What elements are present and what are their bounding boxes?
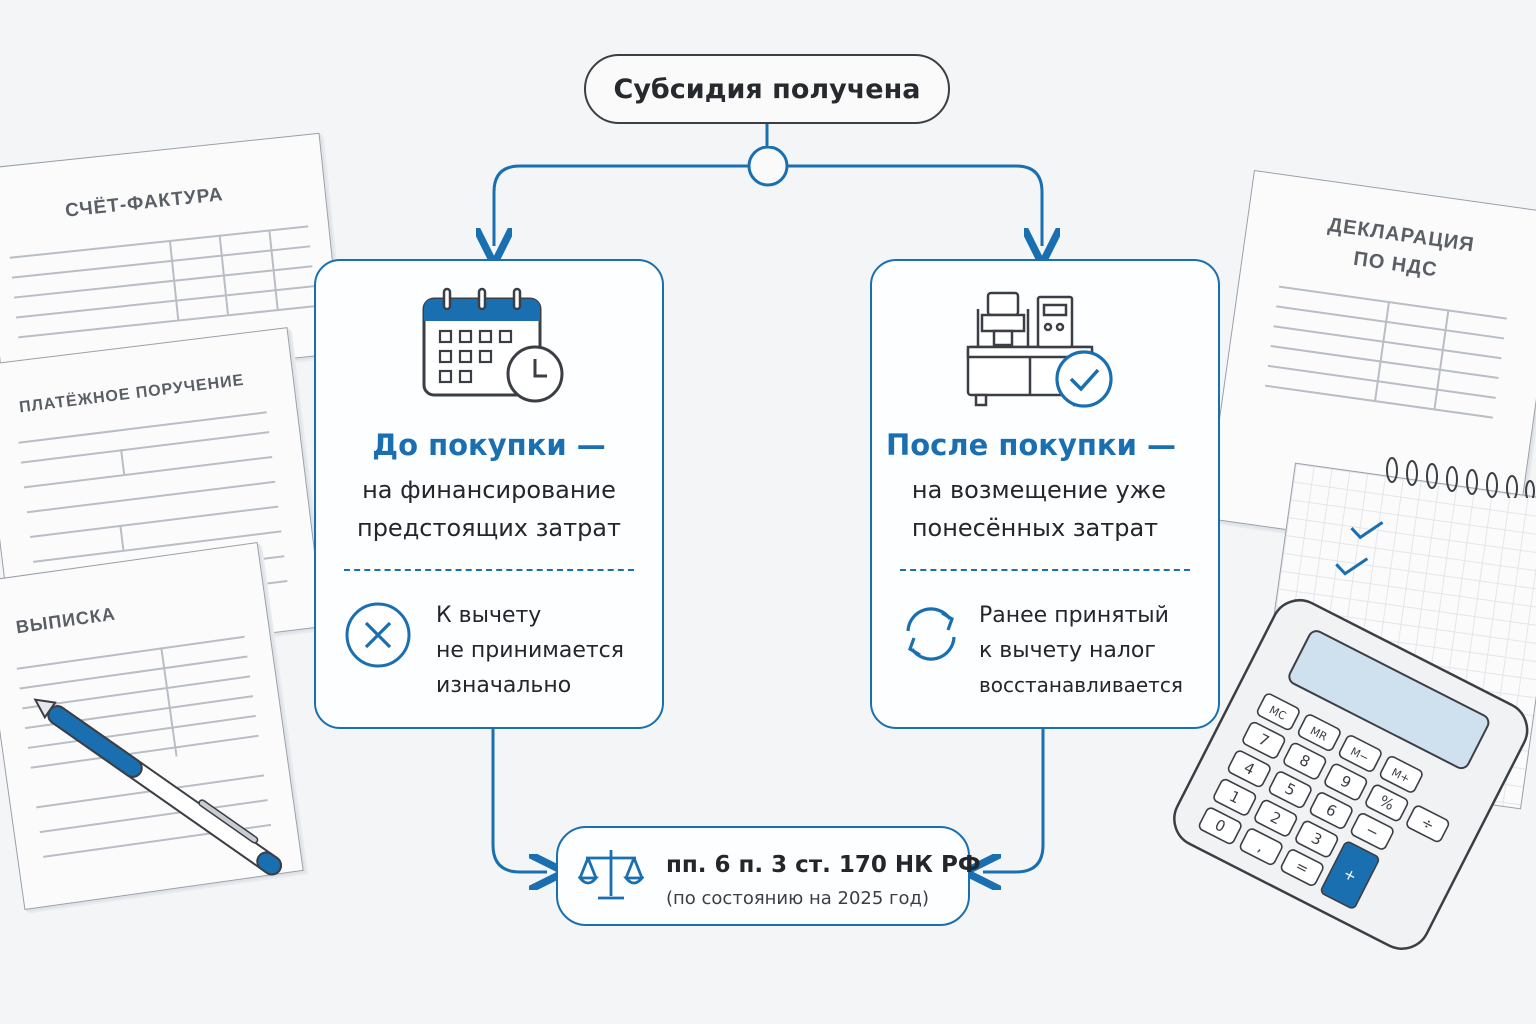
notepad-spiral-icon xyxy=(1386,457,1535,498)
calculator-key xyxy=(1406,805,1450,843)
calculator-key xyxy=(1283,742,1327,780)
calculator-key xyxy=(1239,828,1283,866)
after-purchase-note-line1: Ранее принятый xyxy=(979,603,1169,628)
subsidy-received-label: Субсидия получена xyxy=(584,54,950,124)
calculator-key xyxy=(1213,778,1257,816)
calculator-key xyxy=(1309,792,1353,829)
check-mark-icon xyxy=(1350,521,1384,540)
before-purchase-note-line2: не принимается xyxy=(436,638,624,663)
branch-node xyxy=(747,146,789,187)
law-reference-box: пп. 6 п. 3 ст. 170 НК РФ (по состоянию н… xyxy=(556,826,981,926)
calculator-key xyxy=(1350,813,1394,850)
before-purchase-heading: До покупки — xyxy=(372,428,606,462)
refresh-arrows-icon xyxy=(906,607,956,661)
after-purchase-note-line3: восстанавливается xyxy=(979,673,1183,697)
before-purchase-line1: на финансирование xyxy=(362,476,616,504)
after-purchase-card: После покупки — на возмещение уже понесё… xyxy=(870,259,1220,729)
calculator-key xyxy=(1297,714,1341,752)
check-mark-icon xyxy=(1335,557,1369,576)
before-purchase-note-line3: изначально xyxy=(436,673,572,698)
after-purchase-heading: После покупки — xyxy=(885,428,1177,462)
calculator-key xyxy=(1227,750,1271,788)
calculator-key xyxy=(1320,841,1380,909)
after-purchase-note-line2: к вычету налог xyxy=(979,638,1156,663)
calculator-key xyxy=(1365,784,1409,822)
cross-circle-icon xyxy=(345,602,411,668)
calculator-key xyxy=(1198,807,1242,845)
before-purchase-line2: предстоящих затрат xyxy=(357,514,621,542)
calendar-clock-icon xyxy=(422,287,564,403)
scales-icon xyxy=(578,850,644,900)
after-purchase-line1: на возмещение уже xyxy=(911,476,1167,504)
before-purchase-note-line1: К вычету xyxy=(436,603,542,628)
pen-icon xyxy=(33,698,282,876)
card-divider xyxy=(900,569,1190,571)
calculator-key xyxy=(1324,763,1368,801)
calculator-key xyxy=(1280,849,1324,886)
calculator-key xyxy=(1379,755,1423,793)
after-purchase-line2: понесённых затрат xyxy=(911,514,1159,542)
card-divider xyxy=(344,569,634,571)
calculator-key xyxy=(1254,799,1298,837)
notepad xyxy=(1251,462,1536,810)
before-purchase-card: До покупки — на финансирование предстоящ… xyxy=(314,259,664,729)
equipment-check-icon xyxy=(966,291,1113,408)
law-reference-title: пп. 6 п. 3 ст. 170 НК РФ xyxy=(666,852,981,878)
calculator-key xyxy=(1256,693,1300,731)
calculator-key xyxy=(1242,721,1286,759)
calculator-key xyxy=(1295,820,1339,858)
calculator-key xyxy=(1268,771,1312,809)
calculator-key xyxy=(1338,735,1382,772)
law-reference-date: (по состоянию на 2025 год) xyxy=(666,888,929,909)
